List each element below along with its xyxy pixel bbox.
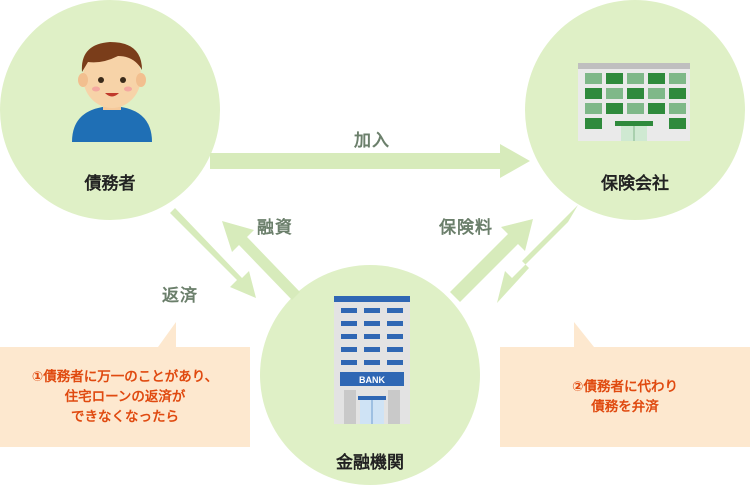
arrow-loan — [222, 221, 300, 300]
arrow-payout — [497, 205, 578, 303]
arrow-repay — [170, 208, 256, 298]
bank-label: 金融機関 — [336, 453, 404, 473]
flow-label-loan: 融資 — [257, 218, 293, 238]
note-right: ②債務者に代わり 債務を弁済 — [500, 347, 750, 447]
bank-sign: BANK — [359, 375, 385, 385]
note-left-line-3: できなくなったら — [71, 409, 179, 425]
note-right-line-2: 債務を弁済 — [591, 399, 659, 415]
person-icon — [72, 42, 152, 142]
note-right-box — [500, 322, 750, 447]
note-left-line-2: 住宅ローンの返済が — [64, 389, 186, 405]
flow-label-join: 加入 — [354, 131, 390, 151]
bank-building-icon: BANK — [334, 296, 410, 424]
note-left-line-1: ①債務者に万一のことがあり、 — [31, 369, 219, 385]
arrow-premium — [450, 219, 533, 302]
note-left-box — [0, 322, 250, 447]
insurer-label: 保険会社 — [601, 174, 669, 194]
note-left: ①債務者に万一のことがあり、 住宅ローンの返済が できなくなったら — [0, 347, 250, 447]
arrow-join — [210, 144, 530, 178]
flow-label-premium: 保険料 — [439, 218, 493, 238]
debtor-label: 債務者 — [84, 174, 136, 194]
office-building-icon — [578, 63, 690, 141]
flow-label-repay: 返済 — [162, 286, 198, 306]
note-right-line-1: ②債務者に代わり — [572, 379, 678, 395]
